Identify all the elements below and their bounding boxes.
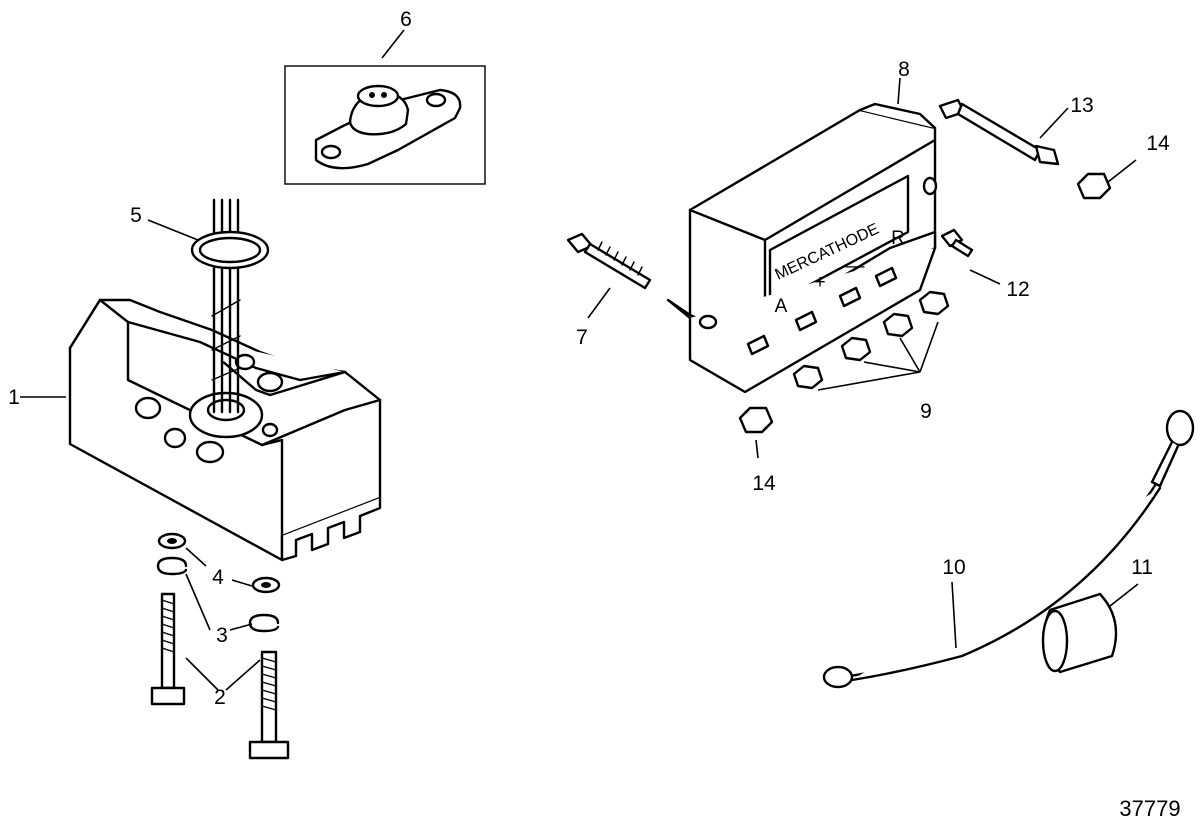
terminal-plus-label: + — [814, 272, 825, 293]
callout-13: 13 — [1070, 94, 1093, 117]
callout-3: 3 — [216, 624, 228, 647]
terminal-minus-label: — — [846, 256, 865, 277]
callout-5: 5 — [130, 204, 142, 227]
leader-lines — [20, 29, 1139, 691]
part-13-stud — [938, 98, 1060, 166]
part-7-screw — [566, 232, 652, 290]
terminal-a-label: A — [775, 296, 788, 317]
part-4-washers — [157, 532, 281, 594]
part-2-bolts — [150, 592, 290, 760]
part-1-anode-housing — [68, 198, 382, 562]
callout-2: 2 — [214, 686, 226, 709]
callout-4: 4 — [212, 566, 224, 589]
part-9-nuts — [792, 290, 950, 390]
callout-numbers: 1 2 3 4 5 6 7 8 9 10 11 12 13 14 14 — [8, 8, 1170, 709]
callout-8: 8 — [898, 58, 910, 81]
part-8-mercathode-module: MERCATHODE A + — R — [666, 102, 938, 394]
drawing-number: 37779 — [1119, 796, 1180, 821]
part-12-screw — [940, 228, 974, 258]
part-6-bracket-inset — [284, 65, 486, 185]
callout-1: 1 — [8, 386, 20, 409]
callout-6: 6 — [400, 8, 412, 31]
part-3-lock-washers — [156, 556, 280, 633]
callout-11: 11 — [1131, 556, 1153, 579]
callout-10: 10 — [942, 556, 965, 579]
callout-12: 12 — [1006, 278, 1029, 301]
part-5-sealing-ring — [190, 230, 270, 270]
terminal-r-label: R — [891, 228, 905, 249]
callout-9: 9 — [920, 400, 932, 423]
part-10-ground-strap — [822, 409, 1195, 689]
callout-14-lower: 14 — [752, 472, 776, 495]
part-14-nuts — [738, 172, 1112, 434]
callout-7: 7 — [576, 326, 588, 349]
part-11-cap — [1041, 592, 1118, 674]
callout-14-upper: 14 — [1146, 132, 1170, 155]
